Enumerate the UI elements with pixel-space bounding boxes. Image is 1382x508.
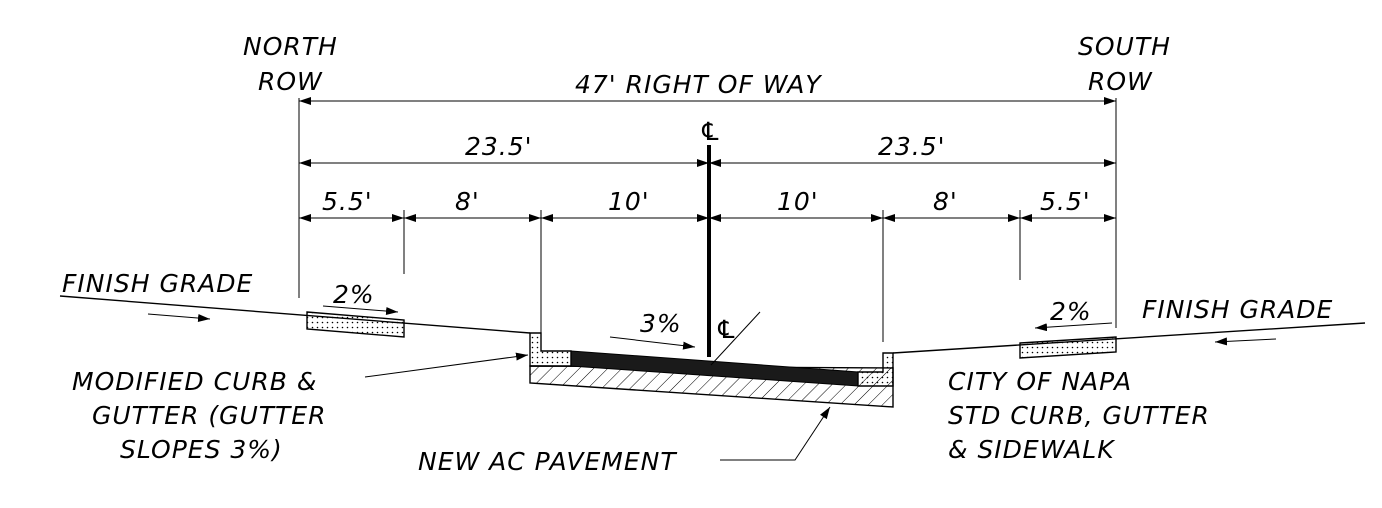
finish-grade-line-right (892, 322, 1366, 354)
curb-gutter-left (529, 332, 572, 367)
half-width-label-right: 23.5' (878, 132, 946, 161)
svg-text:MODIFIED CURB &: MODIFIED CURB & (72, 367, 317, 396)
slope-left: 2% (322, 280, 399, 316)
svg-text:CITY OF NAPA: CITY OF NAPA (948, 367, 1132, 396)
finish-grade-label-left: FINISH GRADE (62, 269, 253, 298)
svg-text:SLOPES 3%): SLOPES 3%) (120, 435, 283, 464)
svg-text:GUTTER (GUTTER: GUTTER (GUTTER (92, 401, 326, 430)
sidewalk-left (306, 311, 405, 338)
segment-dimension-right-lane: 10' (709, 187, 883, 222)
north-row-label: NORTH ROW (243, 32, 338, 96)
sidewalk-right (1019, 336, 1117, 359)
svg-text:8': 8' (455, 187, 480, 216)
ground-arrow-right (1214, 337, 1277, 346)
svg-text:2%: 2% (333, 280, 375, 309)
finish-grade-label-right: FINISH GRADE (1142, 295, 1333, 324)
segment-dimension-left-parking: 8' (404, 187, 541, 222)
south-row-label: SOUTH ROW (1078, 32, 1171, 96)
svg-text:2%: 2% (1050, 297, 1092, 326)
svg-text:NEW AC PAVEMENT: NEW AC PAVEMENT (418, 447, 677, 476)
svg-text:5.5': 5.5' (322, 187, 373, 216)
finish-grade-line-left (59, 295, 531, 334)
svg-text:ROW: ROW (258, 67, 323, 96)
road-centerline-leader (710, 311, 761, 366)
right-of-way-dimension: 47' RIGHT OF WAY (299, 70, 1116, 105)
svg-text:SOUTH: SOUTH (1078, 32, 1171, 61)
segment-dimension-right-sidewalk: 5.5' (1020, 187, 1116, 222)
segment-dimension-right-parking: 8' (883, 187, 1020, 222)
svg-text:10': 10' (608, 187, 650, 216)
svg-text:NORTH: NORTH (243, 32, 338, 61)
centerline-symbol: ℄ (699, 117, 722, 146)
road-centerline-symbol: ℄ (715, 315, 738, 344)
half-width-dimension-left: 23.5' (299, 132, 709, 167)
half-width-dimension-right: 23.5' (709, 132, 1116, 167)
svg-text:5.5': 5.5' (1040, 187, 1091, 216)
svg-text:10': 10' (777, 187, 819, 216)
svg-text:& SIDEWALK: & SIDEWALK (948, 435, 1116, 464)
ground-arrow-left (147, 313, 211, 323)
slope-right: 2% (1034, 297, 1113, 332)
curb-gutter-right (857, 352, 894, 387)
pavement-callout: NEW AC PAVEMENT (418, 406, 831, 476)
curb-right-callout: CITY OF NAPA STD CURB, GUTTER & SIDEWALK (948, 367, 1210, 464)
right-of-way-label: 47' RIGHT OF WAY (575, 70, 822, 99)
half-width-label-left: 23.5' (465, 132, 533, 161)
segment-dimension-left-lane: 10' (541, 187, 709, 222)
svg-text:3%: 3% (640, 309, 682, 338)
svg-text:8': 8' (933, 187, 958, 216)
svg-text:ROW: ROW (1088, 67, 1153, 96)
slope-road: 3% (609, 309, 696, 350)
curb-left-callout: MODIFIED CURB & GUTTER (GUTTER SLOPES 3%… (72, 352, 529, 464)
svg-text:STD CURB, GUTTER: STD CURB, GUTTER (948, 401, 1210, 430)
segment-dimension-left-sidewalk: 5.5' (299, 187, 404, 222)
